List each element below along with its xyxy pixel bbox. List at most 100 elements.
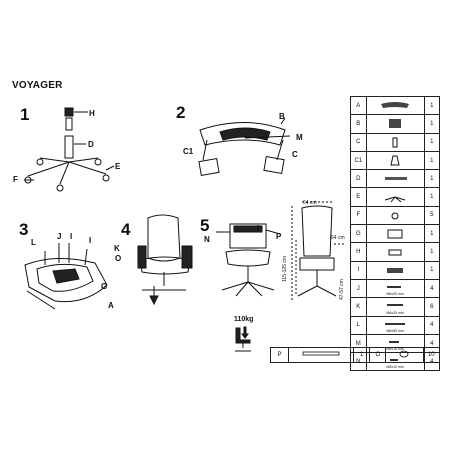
part-letter: C1 bbox=[350, 150, 367, 171]
part-o-image bbox=[385, 347, 424, 363]
part-p-letter: P bbox=[270, 347, 289, 363]
step-2-mechanism-illustration bbox=[198, 117, 291, 177]
back-part-icon bbox=[389, 119, 402, 129]
part-image: M6x55 mm bbox=[365, 315, 425, 335]
step-4-number: 4 bbox=[121, 220, 131, 239]
dimension-seat-height: 47-57 cm bbox=[339, 279, 345, 300]
part-spec: M6x25 mm bbox=[386, 310, 404, 315]
step-1-base-illustration bbox=[24, 107, 115, 192]
part-qty: 1 bbox=[423, 260, 441, 280]
parts-row: J M6x20 mm 4 bbox=[350, 278, 441, 299]
step-1-callout-f: F bbox=[13, 175, 18, 184]
step-3-number: 3 bbox=[19, 220, 29, 239]
part-p-row: P 1 O 10 bbox=[270, 347, 441, 363]
step-5-callout-i: I bbox=[257, 224, 260, 233]
part-letter: J bbox=[350, 278, 367, 299]
step-5-chair-illustration bbox=[216, 223, 281, 297]
mechanism-part-icon bbox=[387, 229, 403, 239]
weight-limit-chair-icon bbox=[235, 326, 251, 352]
part-image bbox=[365, 260, 425, 280]
part-image bbox=[365, 187, 425, 207]
step-3-callout-g: G bbox=[101, 282, 108, 291]
part-spec: M6x55 mm bbox=[386, 328, 404, 333]
part-o-letter-cell: O bbox=[369, 347, 387, 363]
step-3-callout-a: A bbox=[108, 301, 114, 310]
part-qty: 1 bbox=[423, 242, 441, 262]
part-image bbox=[365, 150, 425, 171]
part-qty: 1 bbox=[423, 132, 441, 152]
part-letter: C bbox=[350, 132, 367, 152]
part-letter: G bbox=[350, 224, 367, 244]
part-letter: L bbox=[350, 315, 367, 335]
bracket-part-icon bbox=[387, 267, 404, 273]
part-image bbox=[365, 169, 425, 189]
step-2-number: 2 bbox=[176, 103, 186, 122]
parts-row: L M6x55 mm 4 bbox=[350, 315, 441, 335]
product-title: VOYAGER bbox=[12, 80, 63, 91]
step-5-number: 5 bbox=[200, 216, 210, 235]
base-star-part-icon bbox=[384, 196, 406, 203]
part-letter: D bbox=[350, 169, 367, 189]
part-qty: 4 bbox=[423, 278, 441, 299]
step-2-callout-b: B bbox=[279, 112, 285, 121]
part-spec: M6x20 mm bbox=[386, 292, 404, 297]
dimension-width: 64 cm bbox=[331, 235, 345, 241]
dimension-height: 115-125 cm bbox=[282, 255, 288, 282]
part-p-image bbox=[287, 347, 355, 363]
step-3-callout-l: L bbox=[31, 238, 36, 247]
part-image bbox=[365, 224, 425, 244]
part-qty: 6 bbox=[423, 297, 441, 317]
cover-part-icon bbox=[388, 249, 402, 256]
part-letter: H bbox=[350, 242, 367, 262]
step-3-callout-o: O bbox=[115, 254, 122, 263]
part-image: M6x25 mm bbox=[365, 297, 425, 317]
part-qty: 1 bbox=[423, 150, 441, 171]
step-5-callout-p: P bbox=[276, 232, 282, 241]
part-o-qty-cell: 10 bbox=[422, 347, 441, 363]
step-3-callout-i-right: I bbox=[89, 236, 92, 245]
part-image: M6x20 mm bbox=[365, 278, 425, 299]
part-qty: 1 bbox=[423, 169, 441, 189]
part-image bbox=[365, 132, 425, 152]
cap-part-icon bbox=[400, 350, 409, 358]
bar-part-icon bbox=[302, 351, 340, 356]
parts-row: K M6x25 mm 6 bbox=[350, 297, 441, 317]
part-qty: 1 bbox=[423, 114, 441, 134]
part-letter: E bbox=[350, 187, 367, 207]
parts-row: C1 1 bbox=[350, 150, 441, 171]
step-3-callout-i-left: I bbox=[70, 232, 73, 241]
bolt-part-icon bbox=[389, 341, 400, 343]
step-3-callout-k: K bbox=[114, 244, 120, 253]
bolt-part-icon bbox=[385, 322, 406, 325]
bolt-part-icon bbox=[387, 286, 402, 289]
part-qty: 1 bbox=[423, 187, 441, 207]
armrest-left-part-icon bbox=[390, 155, 400, 166]
step-2-callout-m: M bbox=[296, 133, 303, 142]
step-3-seat-illustration bbox=[24, 243, 108, 310]
part-spec: M5x10 mm bbox=[386, 365, 404, 370]
part-qty: 1 bbox=[423, 95, 441, 116]
part-letter: K bbox=[350, 297, 367, 317]
bolt-part-icon bbox=[387, 304, 404, 307]
step-2-callout-c1: C1 bbox=[183, 147, 194, 156]
part-letter: B bbox=[350, 114, 367, 134]
part-qty: 4 bbox=[423, 315, 441, 335]
part-image bbox=[365, 242, 425, 262]
part-letter: A bbox=[350, 95, 367, 116]
part-letter: F bbox=[350, 205, 367, 226]
part-letter: I bbox=[350, 260, 367, 280]
step-1-callout-e: E bbox=[115, 162, 121, 171]
dimension-illustration bbox=[291, 201, 346, 300]
part-image bbox=[365, 114, 425, 134]
part-image bbox=[365, 205, 425, 226]
